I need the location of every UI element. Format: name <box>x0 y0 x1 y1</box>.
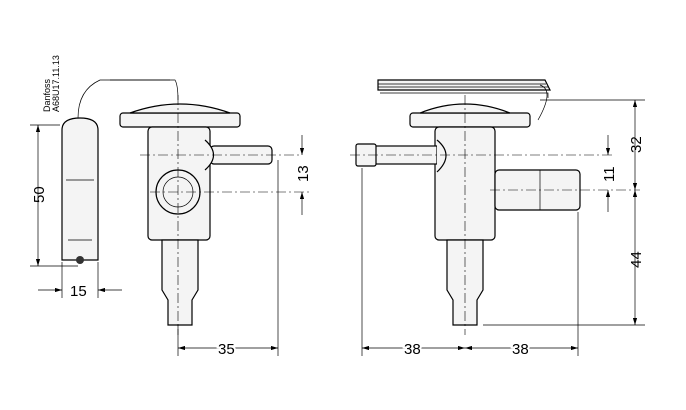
left-offset-dimension: 13 <box>295 135 312 215</box>
dim-35: 35 <box>218 341 235 358</box>
bulb-height-dimension: 50 <box>30 124 78 267</box>
brand-label: Danfoss <box>42 78 52 112</box>
dim-38-left: 38 <box>404 341 421 358</box>
dim-50: 50 <box>31 186 48 203</box>
dim-38-right: 38 <box>512 341 529 358</box>
right-height-dimensions: 32 44 11 <box>483 99 645 326</box>
sensing-bulb <box>61 79 170 264</box>
dim-11: 11 <box>601 166 618 182</box>
right-width-dimensions: 38 38 <box>361 168 579 360</box>
dim-32: 32 <box>628 136 645 153</box>
code-label: A68U17.11.13 <box>51 55 61 112</box>
bulb-width-dimension: 15 <box>38 262 122 300</box>
dim-15: 15 <box>70 283 87 300</box>
dim-13: 13 <box>295 165 312 182</box>
dim-44: 44 <box>628 251 645 268</box>
valve-side-view <box>110 79 310 335</box>
valve-front-view <box>350 79 640 335</box>
left-width-dimension: 35 <box>177 160 279 360</box>
